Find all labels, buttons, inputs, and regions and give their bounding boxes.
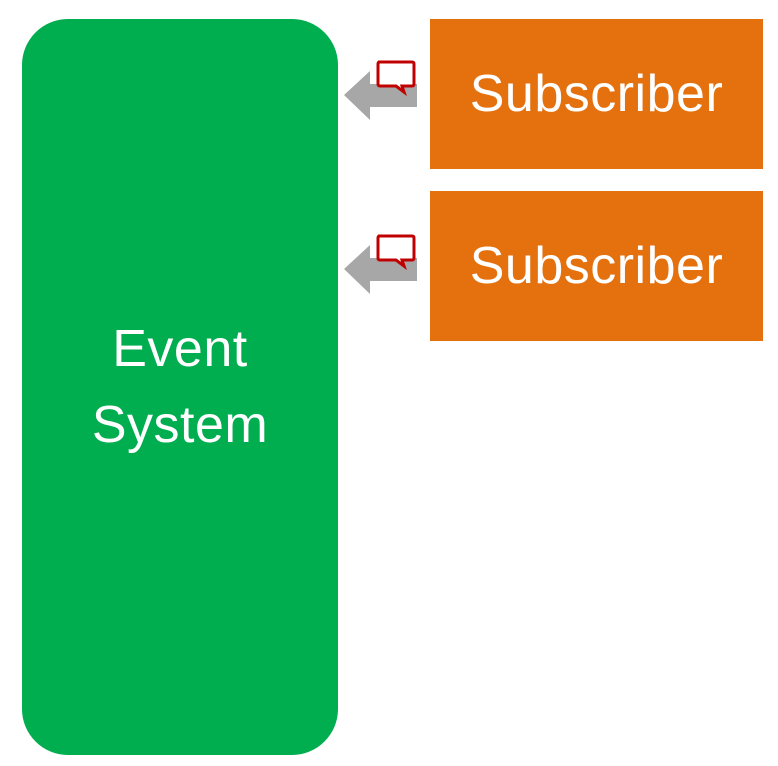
subscriber-label-2: Subscriber xyxy=(469,237,724,295)
event-system-box: Event System xyxy=(22,19,338,755)
subscribe-connector-1 xyxy=(342,57,422,127)
arrow-left-icon xyxy=(344,71,417,120)
message-icon xyxy=(376,60,416,97)
event-system-label-line-1: Event xyxy=(112,320,248,378)
subscriber-box-1: Subscriber xyxy=(430,19,763,169)
subscriber-label-1: Subscriber xyxy=(469,65,724,123)
arrow-left-icon xyxy=(344,245,417,294)
subscribe-connector-2 xyxy=(342,231,422,301)
subscriber-box-2: Subscriber xyxy=(430,191,763,341)
event-system-label-line-2: System xyxy=(91,396,269,454)
message-icon xyxy=(376,234,416,271)
